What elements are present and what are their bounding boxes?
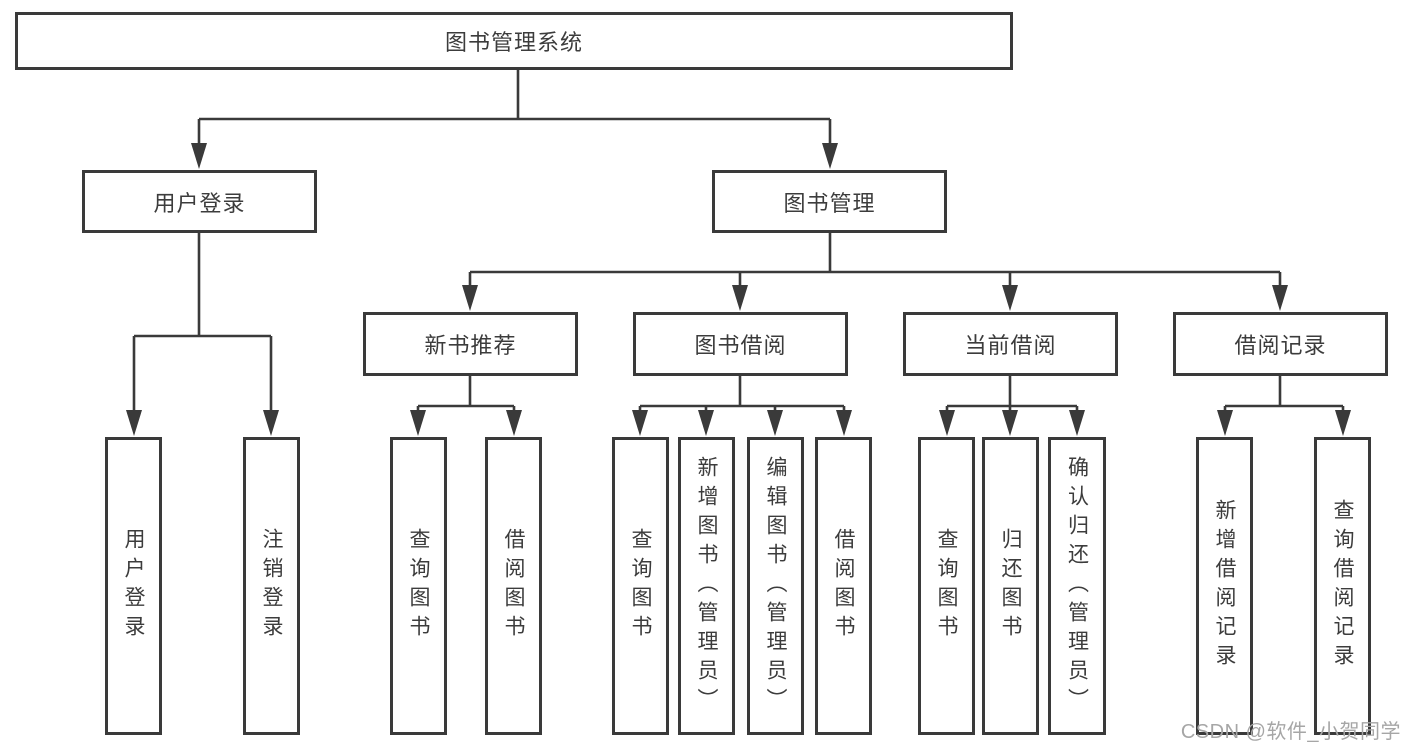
edge-book-mgmt-to-level3 <box>468 231 1282 290</box>
leaf-label: 注销登录 <box>260 528 283 644</box>
node-book-management: 图书管理 <box>712 170 947 233</box>
leaf-logout: 注销登录 <box>243 437 300 735</box>
arrowhead <box>126 410 142 436</box>
leaf-query-books-recommend: 查询图书 <box>390 437 447 735</box>
edge-new-book-to-leaves <box>416 374 516 414</box>
leaf-label: 查询图书 <box>407 528 430 644</box>
arrowhead <box>732 285 748 311</box>
leaf-query-books-current: 查询图书 <box>918 437 975 735</box>
edge-book-borrow-to-leaves <box>638 374 846 414</box>
arrowhead <box>836 410 852 436</box>
edge-root-to-level2 <box>197 67 832 148</box>
arrowhead <box>939 410 955 436</box>
node-label: 用户登录 <box>153 190 246 216</box>
arrowhead <box>767 410 783 436</box>
leaf-user-login: 用户登录 <box>105 437 162 735</box>
node-new-book-recommend: 新书推荐 <box>363 312 578 376</box>
node-label: 图书管理 <box>783 190 876 216</box>
leaf-query-books-borrowing: 查询图书 <box>612 437 669 735</box>
leaf-borrow-books: 借阅图书 <box>815 437 872 735</box>
leaf-label: 用户登录 <box>122 528 145 644</box>
leaf-label: 新增图书（管理员） <box>695 455 718 717</box>
leaf-label: 查询借阅记录 <box>1331 499 1354 673</box>
leaf-label: 编辑图书（管理员） <box>764 455 787 717</box>
leaf-add-borrow-record: 新增借阅记录 <box>1196 437 1253 735</box>
arrowhead <box>698 410 714 436</box>
arrowhead <box>506 410 522 436</box>
arrowhead <box>1069 410 1085 436</box>
edge-user-login-to-leaves <box>132 231 273 414</box>
leaf-label: 借阅图书 <box>832 528 855 644</box>
leaf-return-books: 归还图书 <box>982 437 1039 735</box>
node-label: 当前借阅 <box>964 333 1057 358</box>
arrowhead <box>462 285 478 311</box>
arrowhead <box>822 143 838 169</box>
leaf-edit-book-admin: 编辑图书（管理员） <box>747 437 804 735</box>
node-borrowing-records: 借阅记录 <box>1173 312 1388 376</box>
arrowhead <box>410 410 426 436</box>
node-label: 借阅记录 <box>1234 333 1327 358</box>
leaf-label: 归还图书 <box>999 528 1022 644</box>
arrowhead <box>191 143 207 169</box>
leaf-label: 新增借阅记录 <box>1213 499 1236 673</box>
node-label: 图书借阅 <box>694 333 787 358</box>
node-current-borrowing: 当前借阅 <box>903 312 1118 376</box>
csdn-watermark: CSDN @软件_小贺同学 <box>1180 721 1401 743</box>
arrowhead <box>1217 410 1233 436</box>
edge-current-borrow-to-leaves <box>945 374 1079 414</box>
leaf-label: 确认归还（管理员） <box>1065 455 1089 717</box>
leaf-add-book-admin: 新增图书（管理员） <box>678 437 735 735</box>
leaf-label: 查询图书 <box>629 528 652 644</box>
node-label: 图书管理系统 <box>444 30 583 55</box>
arrowhead <box>1335 410 1351 436</box>
node-book-borrowing: 图书借阅 <box>633 312 848 376</box>
arrowhead <box>263 410 279 436</box>
node-label: 新书推荐 <box>424 333 517 358</box>
arrowhead <box>1002 285 1018 311</box>
node-user-login: 用户登录 <box>82 170 317 233</box>
node-root-library-system: 图书管理系统 <box>15 12 1013 70</box>
edge-borrow-record-to-leaves <box>1223 374 1345 414</box>
leaf-label: 查询图书 <box>935 528 958 644</box>
leaf-query-borrow-record: 查询借阅记录 <box>1314 437 1371 735</box>
leaf-borrow-books-recommend: 借阅图书 <box>485 437 542 735</box>
arrowhead <box>1002 410 1018 436</box>
leaf-label: 借阅图书 <box>502 528 525 644</box>
arrowhead <box>1272 285 1288 311</box>
leaf-confirm-return-admin: 确认归还（管理员） <box>1048 437 1106 735</box>
arrowhead <box>632 410 648 436</box>
